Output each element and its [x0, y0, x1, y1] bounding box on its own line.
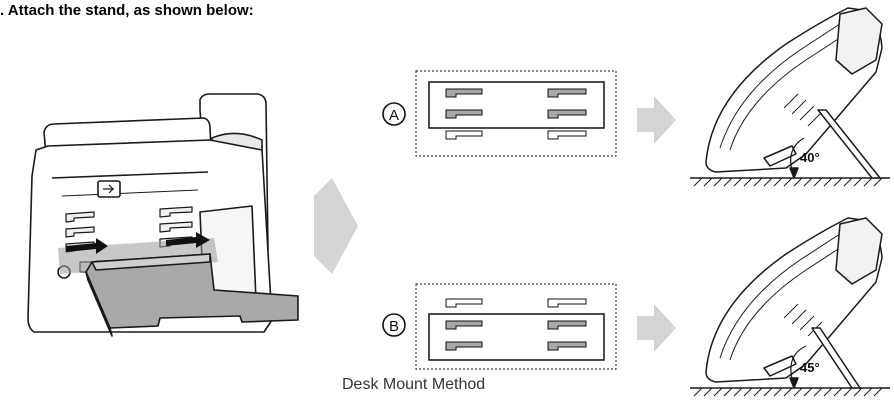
- option-b-slots: [445, 298, 587, 351]
- option-b-marker-letter: B: [389, 318, 399, 335]
- option-b-highlight: [428, 313, 605, 361]
- option-b-marker: [382, 313, 406, 337]
- insert-arrow-right-icon: [166, 232, 210, 248]
- page-title: . Attach the stand, as shown below:: [0, 2, 254, 19]
- option-a-arrow-icon: [637, 96, 676, 144]
- option-a-frame: [415, 70, 617, 157]
- option-a-slots: [445, 88, 587, 140]
- option-b-arrow-icon: [637, 304, 676, 352]
- option-b: B: [382, 283, 676, 370]
- angle-label-b: 45°: [800, 360, 820, 375]
- option-a-marker-letter: A: [389, 107, 399, 124]
- angle-label-a: 40°: [800, 150, 820, 165]
- diagram-caption: Desk Mount Method: [342, 376, 486, 393]
- option-a-marker: [382, 102, 406, 126]
- stand-plate: [85, 253, 299, 337]
- side-view-a: 40°: [690, 7, 890, 187]
- insertion-arrows: [66, 232, 210, 254]
- option-b-frame: [415, 283, 617, 370]
- option-a-highlight: [428, 81, 605, 129]
- big-right-arrow-icon: [314, 178, 358, 274]
- option-a: A: [382, 70, 676, 157]
- insert-arrow-left-icon: [66, 238, 108, 254]
- side-view-b: 45°: [690, 217, 890, 397]
